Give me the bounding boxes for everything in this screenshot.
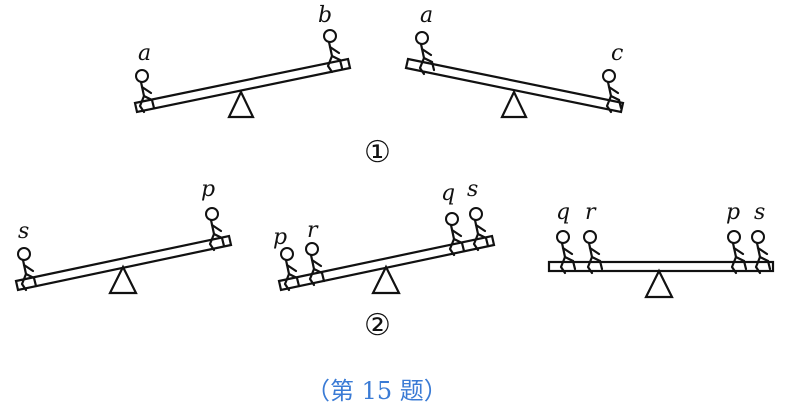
label-q: q [556,200,570,225]
label-s: s [18,219,29,244]
seesaw-2c: q r p s [547,200,775,299]
fulcrum-triangle [371,264,401,295]
plank [404,57,625,114]
plank [14,234,233,292]
label-r: r [307,218,319,243]
label-s: s [467,177,478,202]
group-label-2: ② [364,308,391,343]
plank [547,260,775,273]
label-b: b [318,3,332,28]
label-q: q [441,181,455,206]
fulcrum-triangle [227,89,255,119]
fulcrum-triangle [644,268,674,299]
seesaw-1a: a b [133,3,352,119]
group-label-1: ① [364,135,391,170]
label-s: s [754,200,765,225]
label-c: c [611,41,623,66]
seesaw-2a: s p [14,177,233,295]
label-p: p [201,177,215,202]
label-p: p [273,225,287,250]
label-a: a [138,41,151,66]
label-p: p [726,200,740,225]
label-a: a [420,3,433,28]
seesaw-2b: p r q s [273,177,496,295]
plank [277,234,496,292]
plank [133,57,352,114]
fulcrum-triangle [500,89,528,119]
fulcrum-triangle [108,264,138,295]
label-r: r [585,200,597,225]
seesaw-1b: a c [404,3,625,119]
figure-caption: （第 15 题） [306,377,448,405]
